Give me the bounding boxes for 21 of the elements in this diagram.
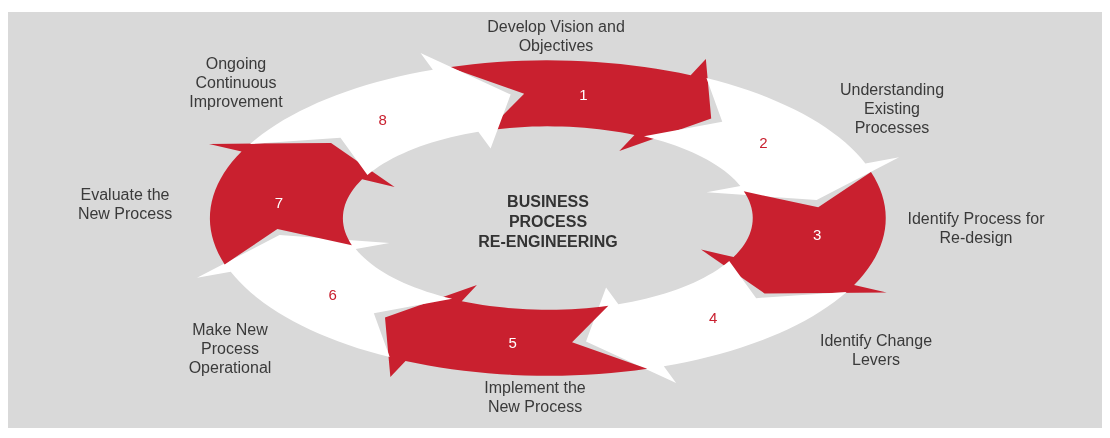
step-number: 8 (378, 110, 387, 128)
step-number: 3 (813, 225, 822, 243)
cycle-arrow-segment (701, 171, 887, 294)
step-number: 4 (709, 308, 718, 326)
step-number: 6 (328, 285, 337, 303)
step-label: Ongoing Continuous Improvement (188, 53, 284, 111)
step-label: Evaluate the New Process (76, 185, 174, 223)
step-label: Identify Change Levers (818, 331, 934, 369)
cycle-arrow-segment (209, 142, 395, 265)
step-label: Understanding Existing Processes (838, 79, 946, 137)
step-number: 1 (579, 85, 588, 103)
cycle-arrow-segment (384, 285, 647, 378)
step-number: 7 (274, 193, 283, 211)
step-label: Implement the New Process (483, 378, 587, 416)
step-label: Develop Vision and Objectives (486, 17, 626, 55)
step-label: Make New Process Operational (187, 319, 273, 377)
center-title: BUSINESS PROCESS RE-ENGINEERING (477, 192, 619, 252)
step-label: Identify Process for Re-design (906, 209, 1046, 247)
step-number: 5 (508, 333, 517, 351)
cycle-arrow-segment (449, 58, 712, 151)
step-number: 2 (759, 133, 768, 151)
